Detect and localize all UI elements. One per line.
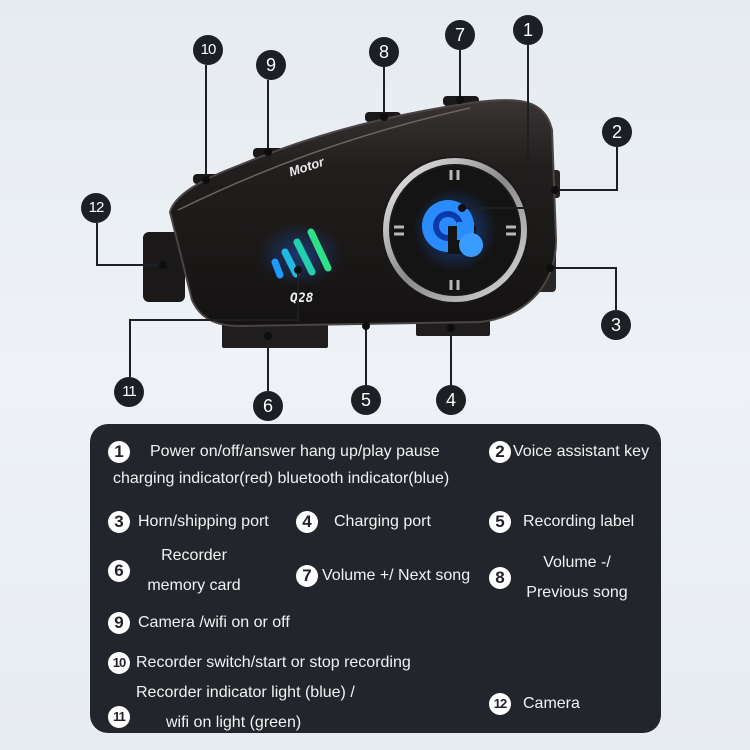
- legend-label-11b: wifi on light (green): [166, 714, 302, 731]
- callout-5: 5: [351, 385, 381, 415]
- model-label: Q28: [290, 291, 314, 306]
- legend-item-6: 6 Recorder memory card: [108, 541, 244, 601]
- control-dial-rim: [383, 158, 527, 302]
- legend-number-11: 11: [108, 706, 130, 728]
- legend-label-5: Recording label: [523, 513, 635, 530]
- legend-label-8b: Previous song: [526, 584, 628, 601]
- legend-label-1b: charging indicator(red) bluetooth indica…: [113, 470, 450, 487]
- legend-number-4: 4: [296, 511, 318, 533]
- legend-number-2: 2: [489, 441, 511, 463]
- assistant-logo-icon: [422, 200, 483, 257]
- callout-1: 1: [513, 15, 543, 45]
- legend-item-5: 5 Recording label: [489, 511, 634, 533]
- legend-label-1a: Power on/off/answer hang up/play pause: [150, 443, 440, 460]
- legend-item-7: 7 Volume +/ Next song: [296, 565, 470, 587]
- device-diagram: Motor Q28: [81, 15, 632, 421]
- legend-number-5: 5: [489, 511, 511, 533]
- legend-number-1: 1: [108, 441, 130, 463]
- legend-number-9: 9: [108, 612, 130, 634]
- legend-item-3: 3 Horn/shipping port: [108, 511, 269, 533]
- leader-lines: [96, 45, 618, 391]
- legend-number-12: 12: [489, 693, 511, 715]
- legend-label-3: Horn/shipping port: [138, 513, 269, 530]
- legend-label-4: Charging port: [334, 513, 431, 530]
- legend-panel: 1 Power on/off/answer hang up/play pause…: [90, 424, 661, 733]
- callout-8: 8: [369, 37, 399, 67]
- callout-11: 11: [114, 377, 144, 407]
- legend-number-6: 6: [108, 560, 130, 582]
- legend-item-9: 9 Camera /wifi on or off: [108, 612, 290, 634]
- callout-4: 4: [436, 385, 466, 415]
- legend-item-11: 11 Recorder indicator light (blue) / wif…: [108, 678, 355, 738]
- legend-number-3: 3: [108, 511, 130, 533]
- legend-number-7: 7: [296, 565, 318, 587]
- legend-label-2: Voice assistant key: [513, 443, 650, 460]
- legend-item-8: 8 Volume -/ Previous song: [489, 548, 637, 608]
- callout-3: 3: [601, 310, 631, 340]
- legend-label-9: Camera /wifi on or off: [138, 614, 290, 631]
- legend-label-8a: Volume -/: [543, 554, 611, 571]
- legend-number-8: 8: [489, 567, 511, 589]
- legend-number-10: 10: [108, 652, 130, 674]
- legend-item-10: 10 Recorder switch/start or stop recordi…: [108, 652, 411, 674]
- legend-label-11a: Recorder indicator light (blue) /: [136, 684, 355, 701]
- callout-7: 7: [445, 20, 475, 50]
- device-illustration: Motor Q28: [96, 45, 618, 391]
- legend-item-1-line2: charging indicator(red) bluetooth indica…: [113, 470, 449, 488]
- callout-2: 2: [602, 117, 632, 147]
- legend-label-12: Camera: [523, 695, 580, 712]
- callout-6: 6: [253, 391, 283, 421]
- callout-12: 12: [81, 193, 111, 223]
- callout-9: 9: [256, 50, 286, 80]
- callout-10: 10: [193, 35, 223, 65]
- legend-label-6b: memory card: [147, 577, 241, 594]
- legend-item-12: 12 Camera: [489, 693, 580, 715]
- legend-label-10: Recorder switch/start or stop recording: [136, 654, 411, 671]
- legend-item-1: 1 Power on/off/answer hang up/play pause: [108, 441, 440, 463]
- legend-label-6a: Recorder: [161, 547, 227, 564]
- legend-item-2: 2 Voice assistant key: [489, 441, 649, 463]
- legend-label-7: Volume +/ Next song: [322, 567, 471, 584]
- legend-item-4: 4 Charging port: [296, 511, 431, 533]
